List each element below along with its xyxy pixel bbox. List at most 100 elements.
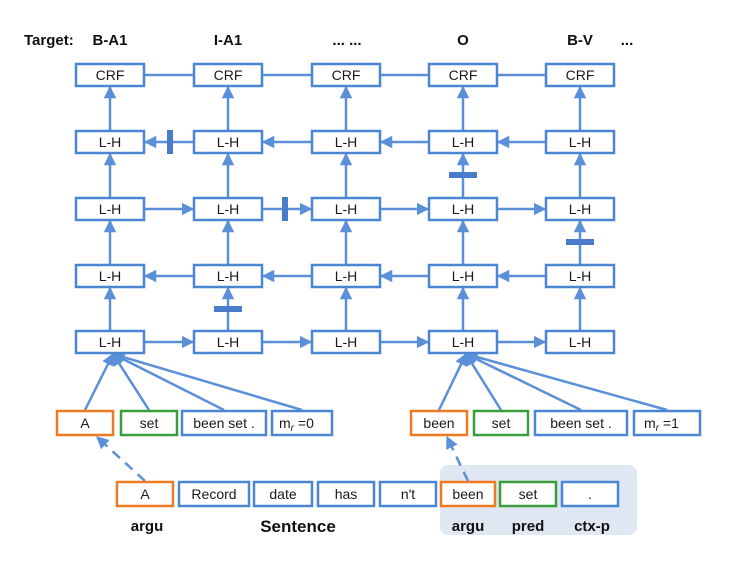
input-arrow <box>111 351 303 412</box>
mask-subscript: r <box>656 423 660 434</box>
target-label: I-A1 <box>214 32 242 49</box>
sentence-token <box>252 480 314 508</box>
lh-label: L-H <box>99 334 122 350</box>
lh-label: L-H <box>99 134 122 150</box>
context-input-box <box>533 409 629 437</box>
argument-input-box <box>409 409 469 437</box>
target-label: O <box>457 32 469 49</box>
dropout-bar <box>167 130 173 154</box>
network-nodes: CRF CRF CRF CRF CRF L-H L-H L-H L-H L-H L-H L-H L-H L… <box>74 62 616 355</box>
lh-label: L-H <box>99 201 122 217</box>
input-arrow <box>111 352 225 412</box>
highway-lstm-node <box>192 263 264 289</box>
highway-lstm-node <box>544 263 616 289</box>
sentence-token <box>498 480 558 508</box>
crf-node <box>544 62 616 88</box>
dashed-argument-arrow <box>445 435 470 482</box>
crf-node <box>74 62 146 88</box>
highway-lstm-node <box>74 196 146 222</box>
sentence-token <box>378 480 438 508</box>
input-label: set <box>492 415 511 431</box>
dropout-bar <box>566 239 594 245</box>
lh-label: L-H <box>335 334 358 350</box>
dropout-bars <box>167 130 594 312</box>
lh-label: L-H <box>217 334 240 350</box>
left-input-features: A set been set . mr =0 <box>55 409 334 437</box>
crf-node <box>310 62 382 88</box>
bottom-labels: argu Sentence argu pred ctx-p <box>131 517 610 536</box>
highway-lstm-node <box>310 329 382 355</box>
target-label: B-V <box>567 32 593 49</box>
lh-label: L-H <box>217 201 240 217</box>
input-arrow <box>83 352 115 411</box>
lh-label: L-H <box>452 334 475 350</box>
lh-label: L-H <box>217 268 240 284</box>
highway-lstm-node <box>74 129 146 155</box>
lh-label: L-H <box>335 268 358 284</box>
input-label: A <box>80 415 90 431</box>
target-prefix: Target: <box>24 32 74 49</box>
mask-input-box <box>270 409 334 437</box>
highway-lstm-node <box>544 196 616 222</box>
mask-input-box <box>632 409 702 437</box>
lh-label: L-H <box>452 201 475 217</box>
input-arrow <box>464 350 668 412</box>
input-label: been set . <box>550 415 612 431</box>
mask-suffix: =0 <box>294 415 314 431</box>
token-label: date <box>269 486 296 502</box>
highway-lstm-node <box>192 196 264 222</box>
token-label: A <box>140 486 150 502</box>
lh-label: L-H <box>569 334 592 350</box>
target-label: B-A1 <box>92 32 127 49</box>
input-label: been <box>423 415 454 431</box>
sentence-token <box>177 480 251 508</box>
crf-label: CRF <box>214 67 243 83</box>
mask-subscript: r <box>291 423 295 434</box>
crf-node <box>192 62 264 88</box>
dropout-bar <box>449 172 477 178</box>
predicate-input-box <box>472 409 530 437</box>
highway-lstm-node <box>427 129 499 155</box>
argu-label: argu <box>452 518 485 535</box>
sentence-label: Sentence <box>260 517 336 536</box>
input-arrow <box>437 352 468 411</box>
highway-lstm-node <box>427 196 499 222</box>
highway-lstm-node <box>310 263 382 289</box>
highway-lstm-node <box>192 329 264 355</box>
crf-label: CRF <box>96 67 125 83</box>
right-input-features: been set been set . mr =1 <box>409 409 702 437</box>
mask-prefix: m <box>279 415 291 431</box>
token-label: been <box>452 486 483 502</box>
token-label: set <box>519 486 538 502</box>
ctx-label: ctx-p <box>574 518 610 535</box>
input-label: set <box>140 415 159 431</box>
lh-label: L-H <box>452 268 475 284</box>
lh-label: L-H <box>99 268 122 284</box>
sentence-tokens: A Record date has n't been set . <box>115 480 620 508</box>
crf-label: CRF <box>332 67 361 83</box>
highway-lstm-node <box>544 129 616 155</box>
highway-lstm-node <box>427 329 499 355</box>
token-label: n't <box>401 486 415 502</box>
mask-label: mr =1 <box>644 415 679 434</box>
mask-suffix: =1 <box>659 415 679 431</box>
highway-lstm-node <box>192 129 264 155</box>
token-label: has <box>335 486 358 502</box>
sentence-token <box>439 480 497 508</box>
lh-label: L-H <box>452 134 475 150</box>
dropout-bar <box>214 306 242 312</box>
argu-label: argu <box>131 518 164 535</box>
sentence-token <box>316 480 376 508</box>
target-label: ... ... <box>332 32 361 49</box>
sentence-token <box>560 480 620 508</box>
crf-label: CRF <box>566 67 595 83</box>
predicate-input-box <box>119 409 179 437</box>
highway-lstm-node <box>544 329 616 355</box>
crf-node <box>427 62 499 88</box>
lh-label: L-H <box>569 201 592 217</box>
context-input-box <box>180 409 268 437</box>
crf-label: CRF <box>449 67 478 83</box>
highway-lstm-node <box>310 196 382 222</box>
lh-label: L-H <box>217 134 240 150</box>
